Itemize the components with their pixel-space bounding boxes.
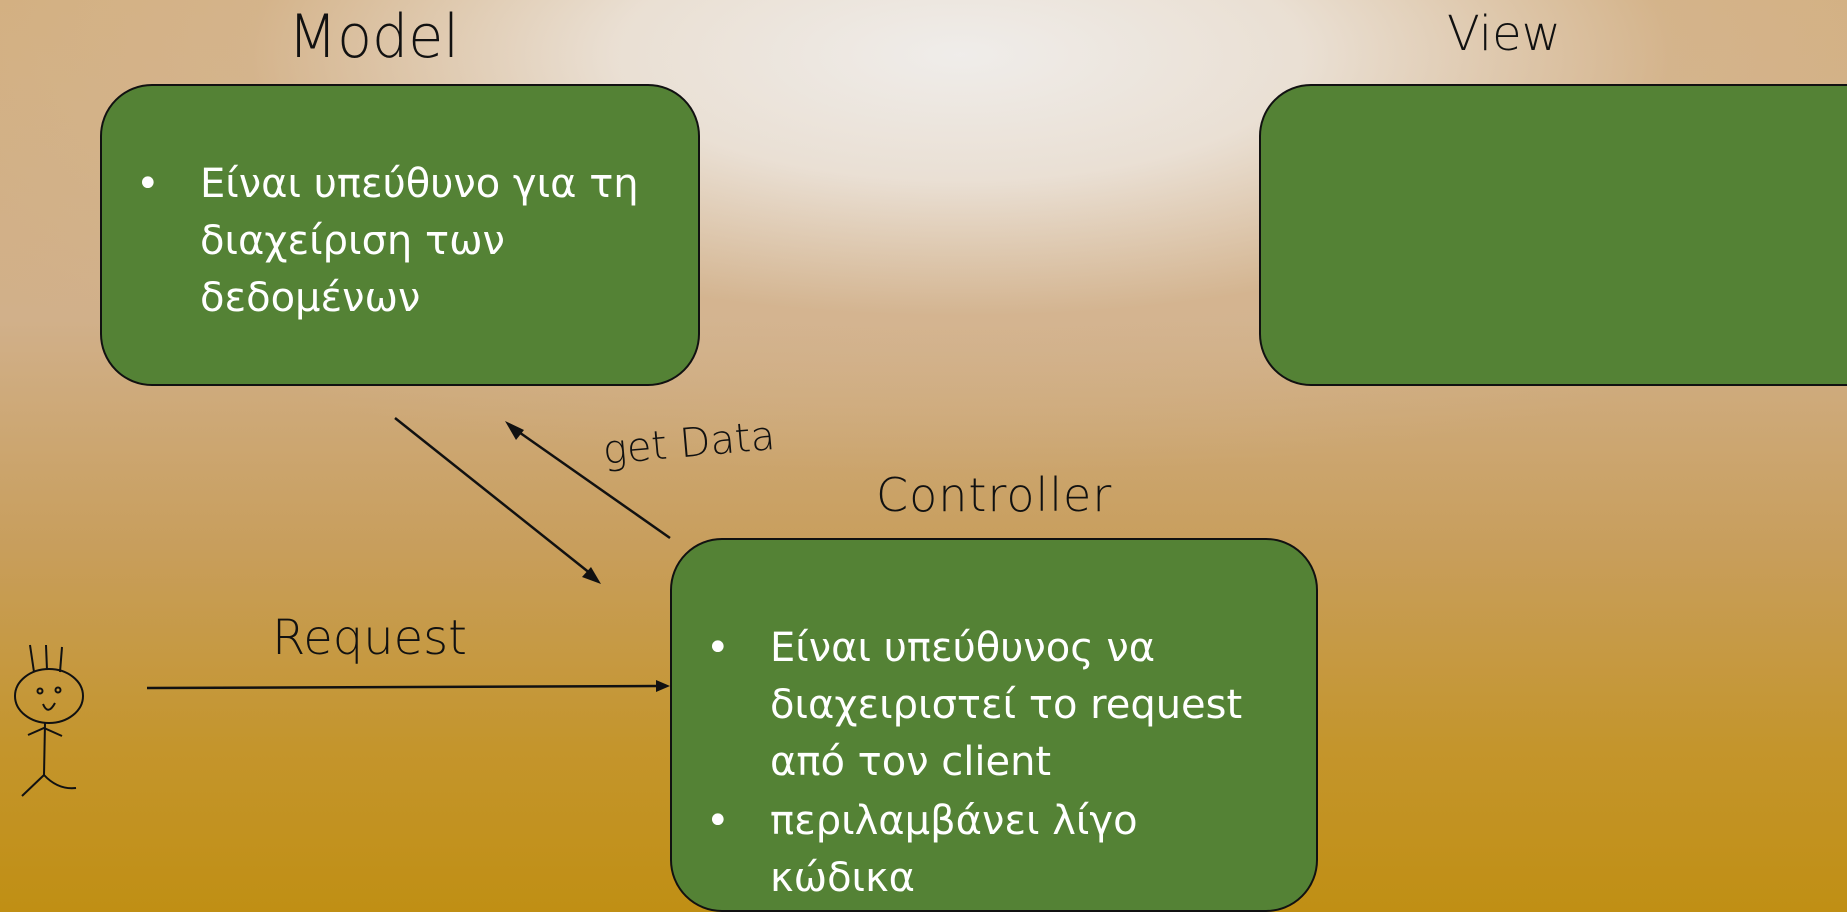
- controller-bullet-item: • Είναι υπεύθυνος να διαχειριστεί το requ…: [672, 620, 1292, 791]
- bullet-symbol: •: [706, 798, 730, 844]
- controller-label: Controller: [876, 468, 1113, 522]
- controller-bullet-item: • περιλαμβάνει λίγο κώδικα: [672, 793, 1292, 907]
- controller-bullet-list: • Είναι υπεύθυνος να διαχειριστεί το requ…: [672, 540, 1292, 907]
- model-bullet-list: • Είναι υπεύθυνο για τη διαχείριση των δε…: [102, 86, 642, 327]
- controller-bullet-text: Είναι υπεύθυνος να διαχειριστεί το reque…: [770, 625, 1243, 785]
- bullet-symbol: •: [706, 625, 730, 671]
- model-box: • Είναι υπεύθυνο για τη διαχείριση των δε…: [100, 84, 700, 386]
- arrow-model-to-controller: [394, 417, 601, 584]
- request-label: Request: [272, 610, 467, 666]
- model-bullet-text: Είναι υπεύθυνο για τη διαχείριση των δεδ…: [200, 161, 639, 321]
- bullet-symbol: •: [136, 161, 160, 207]
- controller-box: • Είναι υπεύθυνος να διαχειριστεί το requ…: [670, 538, 1318, 912]
- view-box: [1259, 84, 1847, 386]
- model-label: Model: [288, 2, 460, 72]
- controller-bullet-text: περιλαμβάνει λίγο κώδικα: [770, 798, 1138, 901]
- view-label: View: [1447, 6, 1561, 62]
- model-bullet-item: • Είναι υπεύθυνο για τη διαχείριση των δε…: [102, 156, 642, 327]
- stick-figure-user-icon: [14, 644, 84, 797]
- arrow-controller-to-model: [505, 421, 671, 540]
- arrow-request: [146, 680, 670, 692]
